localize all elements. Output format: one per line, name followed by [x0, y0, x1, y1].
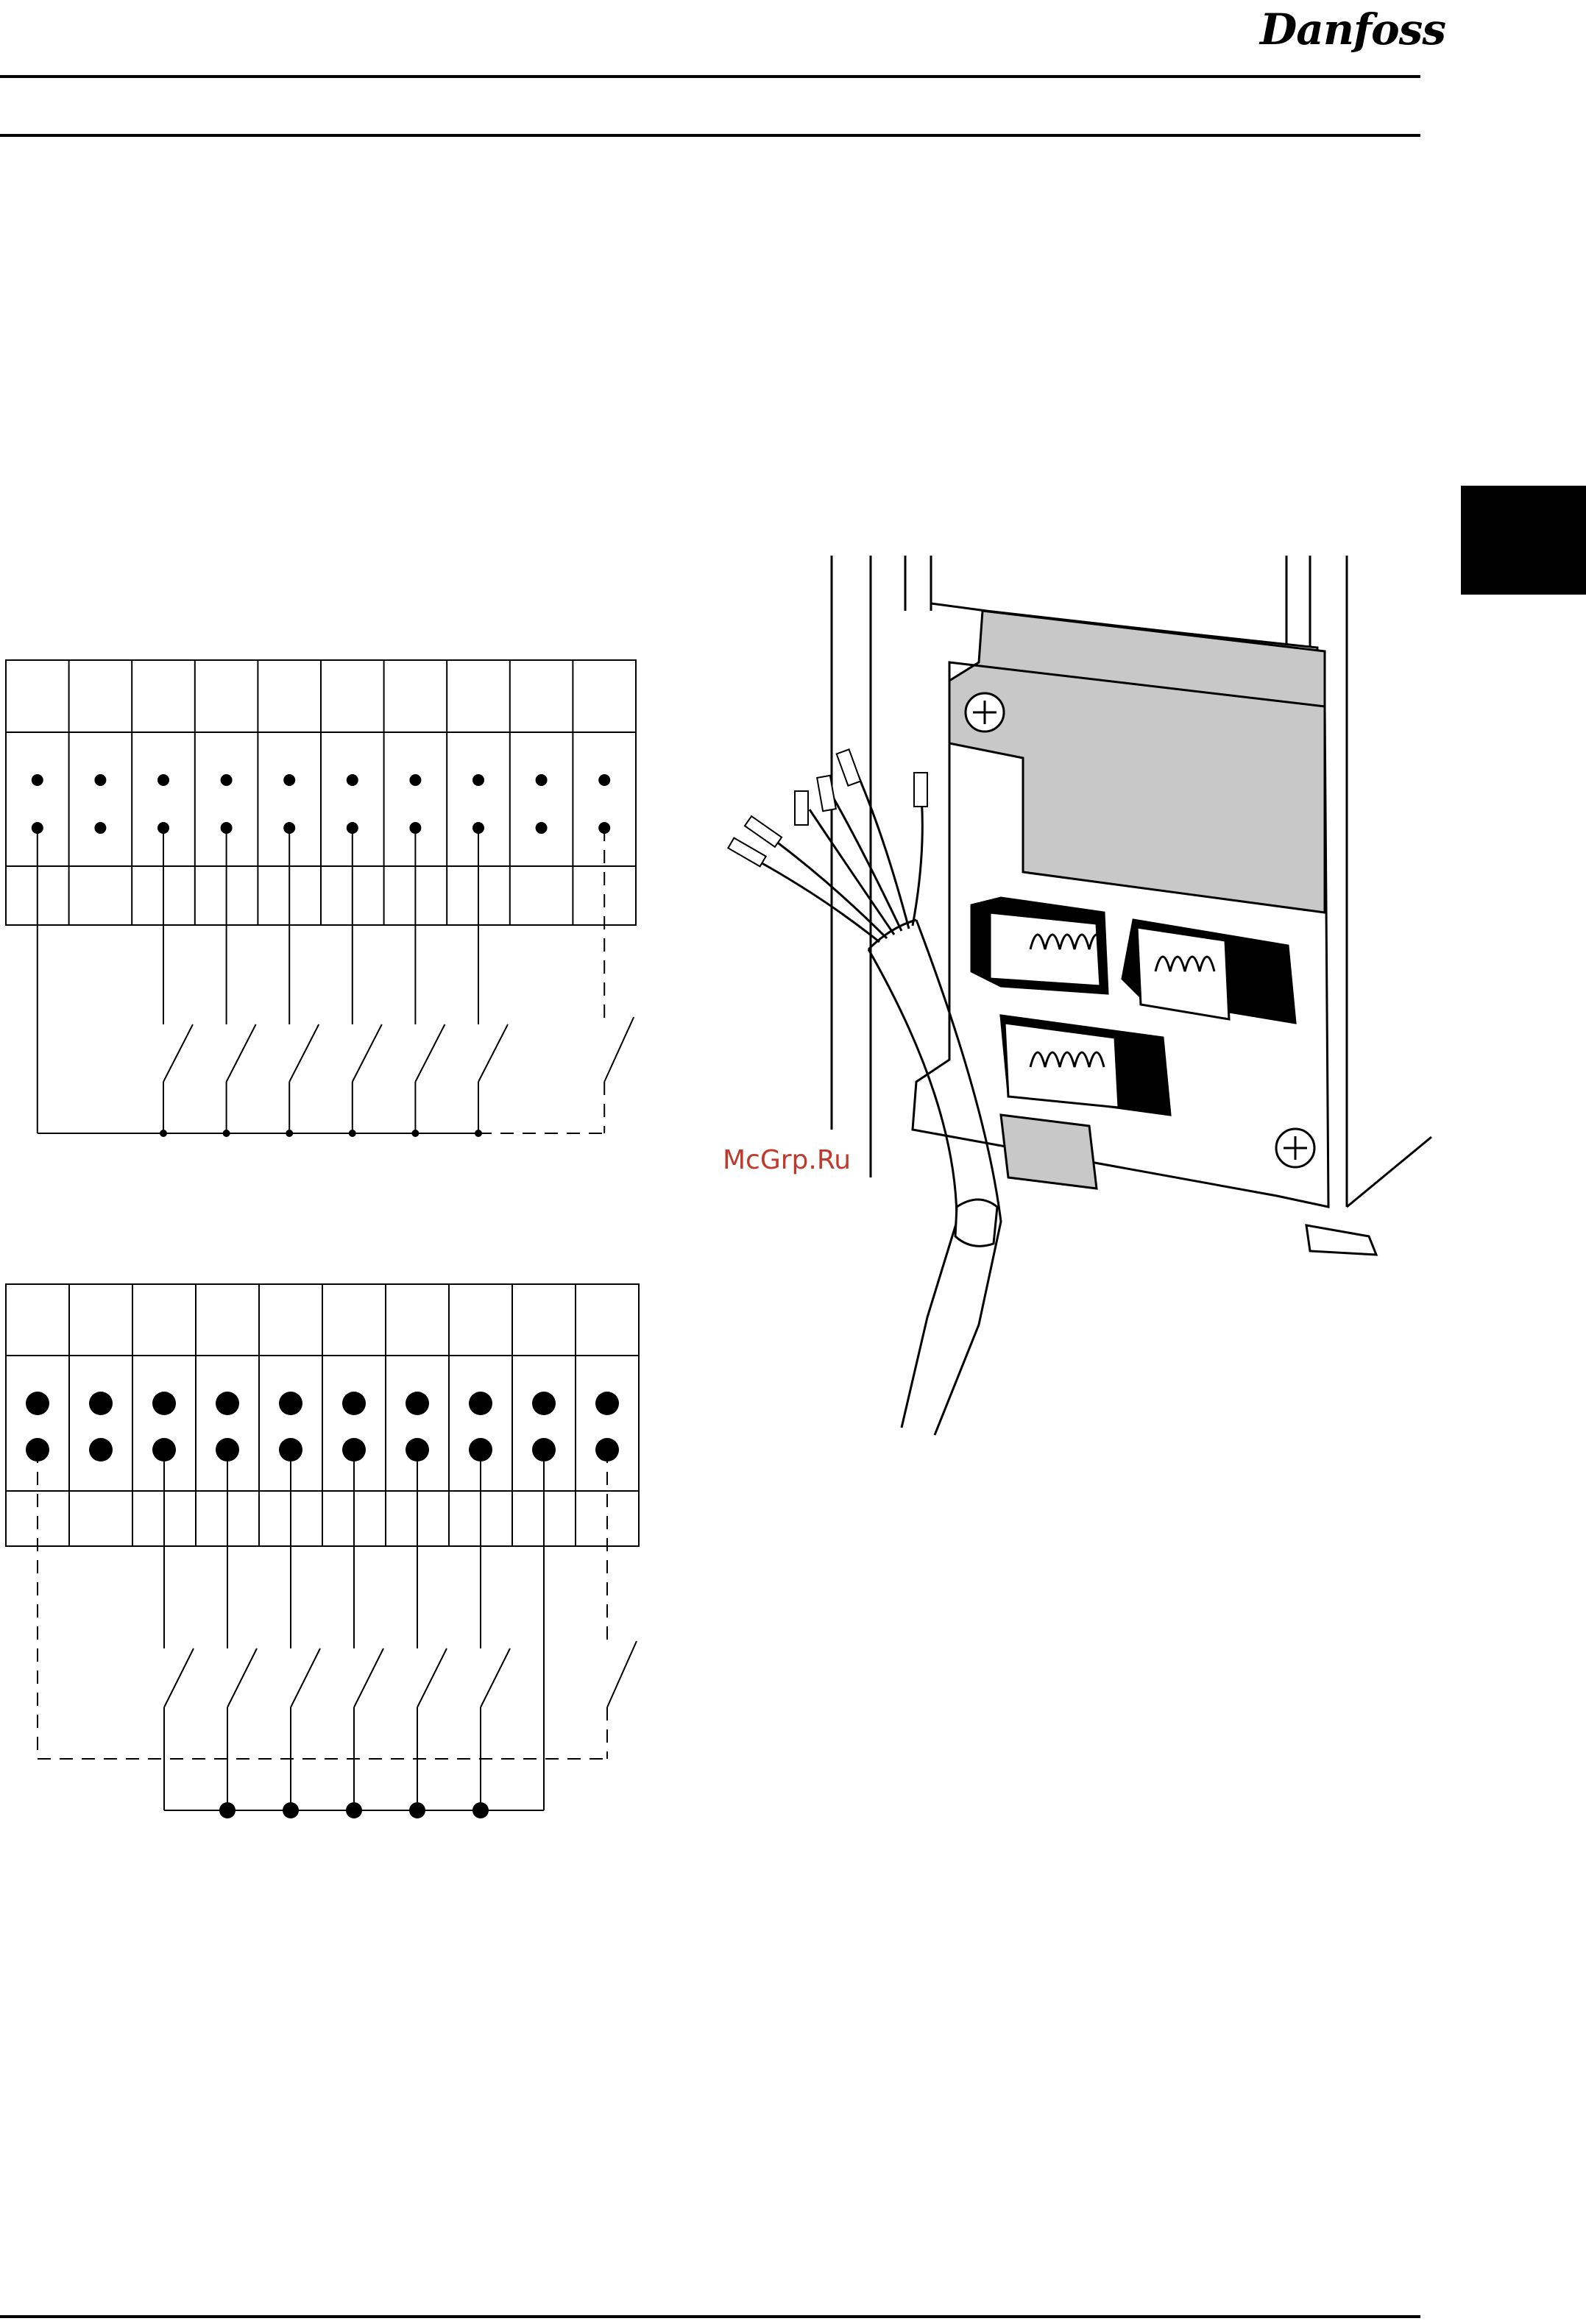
- terminal-dot: [595, 1392, 619, 1415]
- switch-contact: [227, 1648, 257, 1707]
- terminal-dot: [598, 774, 610, 786]
- watermark-text: McGrp.Ru: [723, 1145, 851, 1175]
- terminal-dot: [32, 774, 43, 786]
- terminal-dot: [342, 1392, 366, 1415]
- spring-clamp-3: [1001, 1016, 1170, 1115]
- terminal-dot: [89, 1392, 113, 1415]
- cable-clamp-illustration: [728, 556, 1431, 1435]
- switch-contact: [417, 1648, 447, 1707]
- terminal-dot: [536, 774, 548, 786]
- terminal-dot: [536, 822, 548, 834]
- switch-contact: [354, 1648, 383, 1707]
- switch-contact: [481, 1648, 510, 1707]
- spring-clamp-1: [971, 898, 1108, 993]
- terminal-dot: [26, 1392, 49, 1415]
- wiring-diagram-top: [6, 660, 636, 1137]
- terminal-dot: [152, 1392, 176, 1415]
- terminal-dot: [94, 822, 106, 834]
- terminal-dot: [94, 774, 106, 786]
- terminal-dot: [89, 1438, 113, 1462]
- switch-contact: [163, 1024, 193, 1082]
- terminal-dot: [347, 774, 358, 786]
- terminal-dot: [283, 774, 295, 786]
- switch-contact: [478, 1024, 508, 1082]
- switch-contact: [604, 1017, 634, 1082]
- terminal-dot: [469, 1392, 492, 1415]
- switch-contact: [607, 1641, 637, 1707]
- terminal-dot: [221, 774, 233, 786]
- terminal-dot: [279, 1392, 302, 1415]
- terminal-dot: [472, 774, 484, 786]
- wiring-diagram-bottom: [6, 1284, 639, 1818]
- terminal-dot: [216, 1392, 239, 1415]
- terminal-dot: [409, 774, 421, 786]
- switch-contact: [415, 1024, 445, 1082]
- switch-contact: [353, 1024, 382, 1082]
- switch-contact: [289, 1024, 319, 1082]
- spring-clamp-2: [1122, 920, 1295, 1023]
- switch-contact: [227, 1024, 256, 1082]
- terminal-dot: [406, 1392, 429, 1415]
- switch-contact: [291, 1648, 320, 1707]
- terminal-dot: [157, 774, 169, 786]
- switch-contact: [164, 1648, 194, 1707]
- terminal-dot: [532, 1392, 556, 1415]
